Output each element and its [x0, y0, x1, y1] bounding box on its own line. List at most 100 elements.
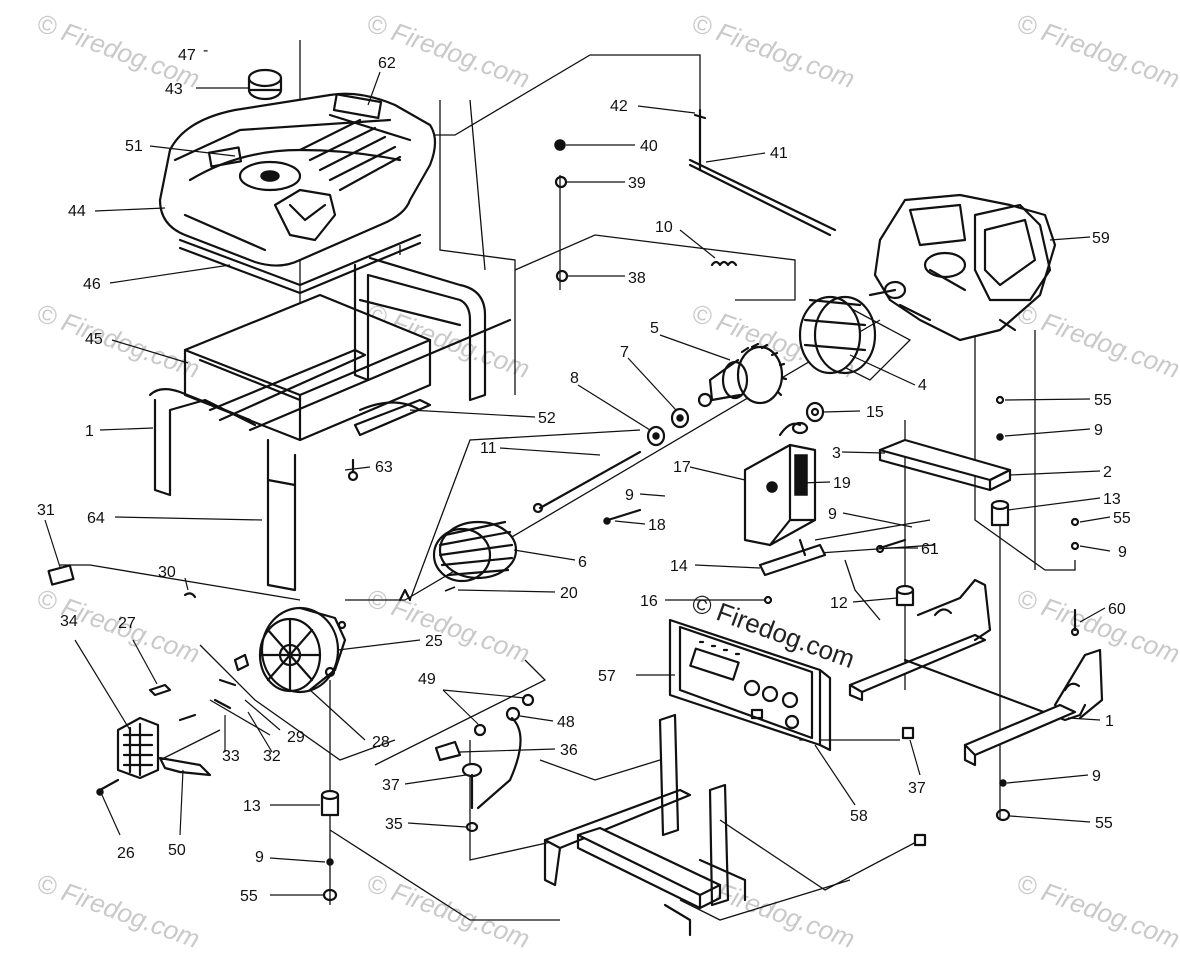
watermark: © Firedog.com [1013, 297, 1180, 384]
callout-29: 29 [287, 729, 305, 746]
callout-1-right: 1 [1105, 713, 1114, 730]
callout-5: 5 [650, 320, 659, 337]
callout-41: 41 [770, 145, 788, 162]
callout-37-left: 37 [382, 777, 400, 794]
grommet-37-right [901, 726, 927, 847]
watermark: © Firedog.com [688, 7, 859, 94]
callout-19: 19 [833, 475, 851, 492]
callout-17: 17 [673, 459, 691, 476]
washer-15 [805, 401, 825, 423]
callout-45: 45 [85, 331, 103, 348]
cover-34 [116, 716, 160, 780]
callout-55-bottom: 55 [1095, 815, 1113, 832]
fuel-cap [247, 68, 283, 101]
callout-43: 43 [165, 81, 183, 98]
callout-47-dash: - [203, 42, 208, 59]
callout-52: 52 [538, 410, 556, 427]
callout-8: 8 [570, 370, 579, 387]
callout-7: 7 [620, 344, 629, 361]
rod-41 [688, 108, 837, 237]
callout-9-left: 9 [255, 849, 264, 866]
callout-61: 61 [921, 541, 939, 558]
callout-55-left: 55 [240, 888, 258, 905]
callout-49: 49 [418, 671, 436, 688]
washers-right-stack [995, 395, 1080, 822]
washer-7 [670, 407, 690, 429]
callout-55-upper: 55 [1094, 392, 1112, 409]
callout-14: 14 [670, 558, 688, 575]
callout-55-right: 55 [1113, 510, 1131, 527]
callout-9-upper: 9 [1094, 422, 1103, 439]
watermark: © Firedog.com [688, 867, 859, 954]
stator-6 [398, 520, 518, 602]
callout-34: 34 [60, 613, 78, 630]
rotor-adapter-4 [798, 295, 877, 375]
end-bell-25 [258, 606, 347, 694]
callout-13-right: 13 [1103, 491, 1121, 508]
callout-9-box: 9 [828, 506, 837, 523]
callout-13-left: 13 [243, 798, 261, 815]
mount-13-left [320, 789, 340, 902]
control-box-17 [743, 421, 817, 547]
mount-13-right [990, 499, 1010, 527]
frame-left [148, 256, 512, 592]
callout-40: 40 [640, 138, 658, 155]
callout-42: 42 [610, 98, 628, 115]
bracket-50 [158, 756, 212, 777]
fuel-tank [158, 92, 437, 267]
callout-20: 20 [560, 585, 578, 602]
callout-12: 12 [830, 595, 848, 612]
frame-bottom-center [543, 713, 747, 937]
washer-35 [465, 821, 479, 833]
callout-9-bottom: 9 [1092, 768, 1101, 785]
callout-25: 25 [425, 633, 443, 650]
handle-bolt-63 [347, 458, 359, 482]
knob-36 [434, 740, 462, 762]
knob-37-left [461, 762, 483, 810]
mount-12 [895, 584, 915, 607]
callout-9-mid: 9 [625, 487, 634, 504]
callout-31: 31 [37, 502, 55, 519]
brush-assembly [47, 564, 250, 722]
callout-63: 63 [375, 459, 393, 476]
spring-10 [710, 260, 738, 267]
control-panel-57 [668, 618, 832, 752]
bolt-18 [603, 508, 642, 525]
callout-18: 18 [648, 517, 666, 534]
callout-58: 58 [850, 808, 868, 825]
bolt-60 [1070, 608, 1080, 637]
watermark: © Firedog.com [363, 7, 534, 94]
leader-lines [44, 71, 1111, 896]
assembly-lines [60, 40, 1076, 921]
watermark: © Firedog.com [363, 867, 534, 954]
callout-32: 32 [263, 748, 281, 765]
callout-46: 46 [83, 276, 101, 293]
callout-3: 3 [832, 445, 841, 462]
screw-26 [96, 778, 120, 796]
callout-57: 57 [598, 668, 616, 685]
engine-59 [868, 193, 1057, 342]
callout-44: 44 [68, 203, 86, 220]
callout-48: 48 [557, 714, 575, 731]
callout-39: 39 [628, 175, 646, 192]
through-bolt-11 [532, 450, 642, 514]
callout-51: 51 [125, 138, 143, 155]
cross-member-3 [878, 438, 1012, 492]
callout-33: 33 [222, 748, 240, 765]
callout-50: 50 [168, 842, 186, 859]
callout-16: 16 [640, 593, 658, 610]
watermark: © Firedog.com [1013, 7, 1180, 94]
callout-28: 28 [372, 734, 390, 751]
callout-labels: 47 - 43 62 51 44 46 45 1 52 63 64 31 30 … [37, 42, 1131, 905]
hardware-49-48 [473, 693, 535, 810]
tank-gasket-46 [178, 233, 422, 295]
rotor-5 [697, 342, 788, 408]
watermark: © Firedog.com [363, 582, 534, 669]
callout-27: 27 [118, 615, 136, 632]
callout-26: 26 [117, 845, 135, 862]
callout-59: 59 [1092, 230, 1110, 247]
callout-60: 60 [1108, 601, 1126, 618]
watermark: © Firedog.com [1013, 867, 1180, 954]
callout-15: 15 [866, 404, 884, 421]
